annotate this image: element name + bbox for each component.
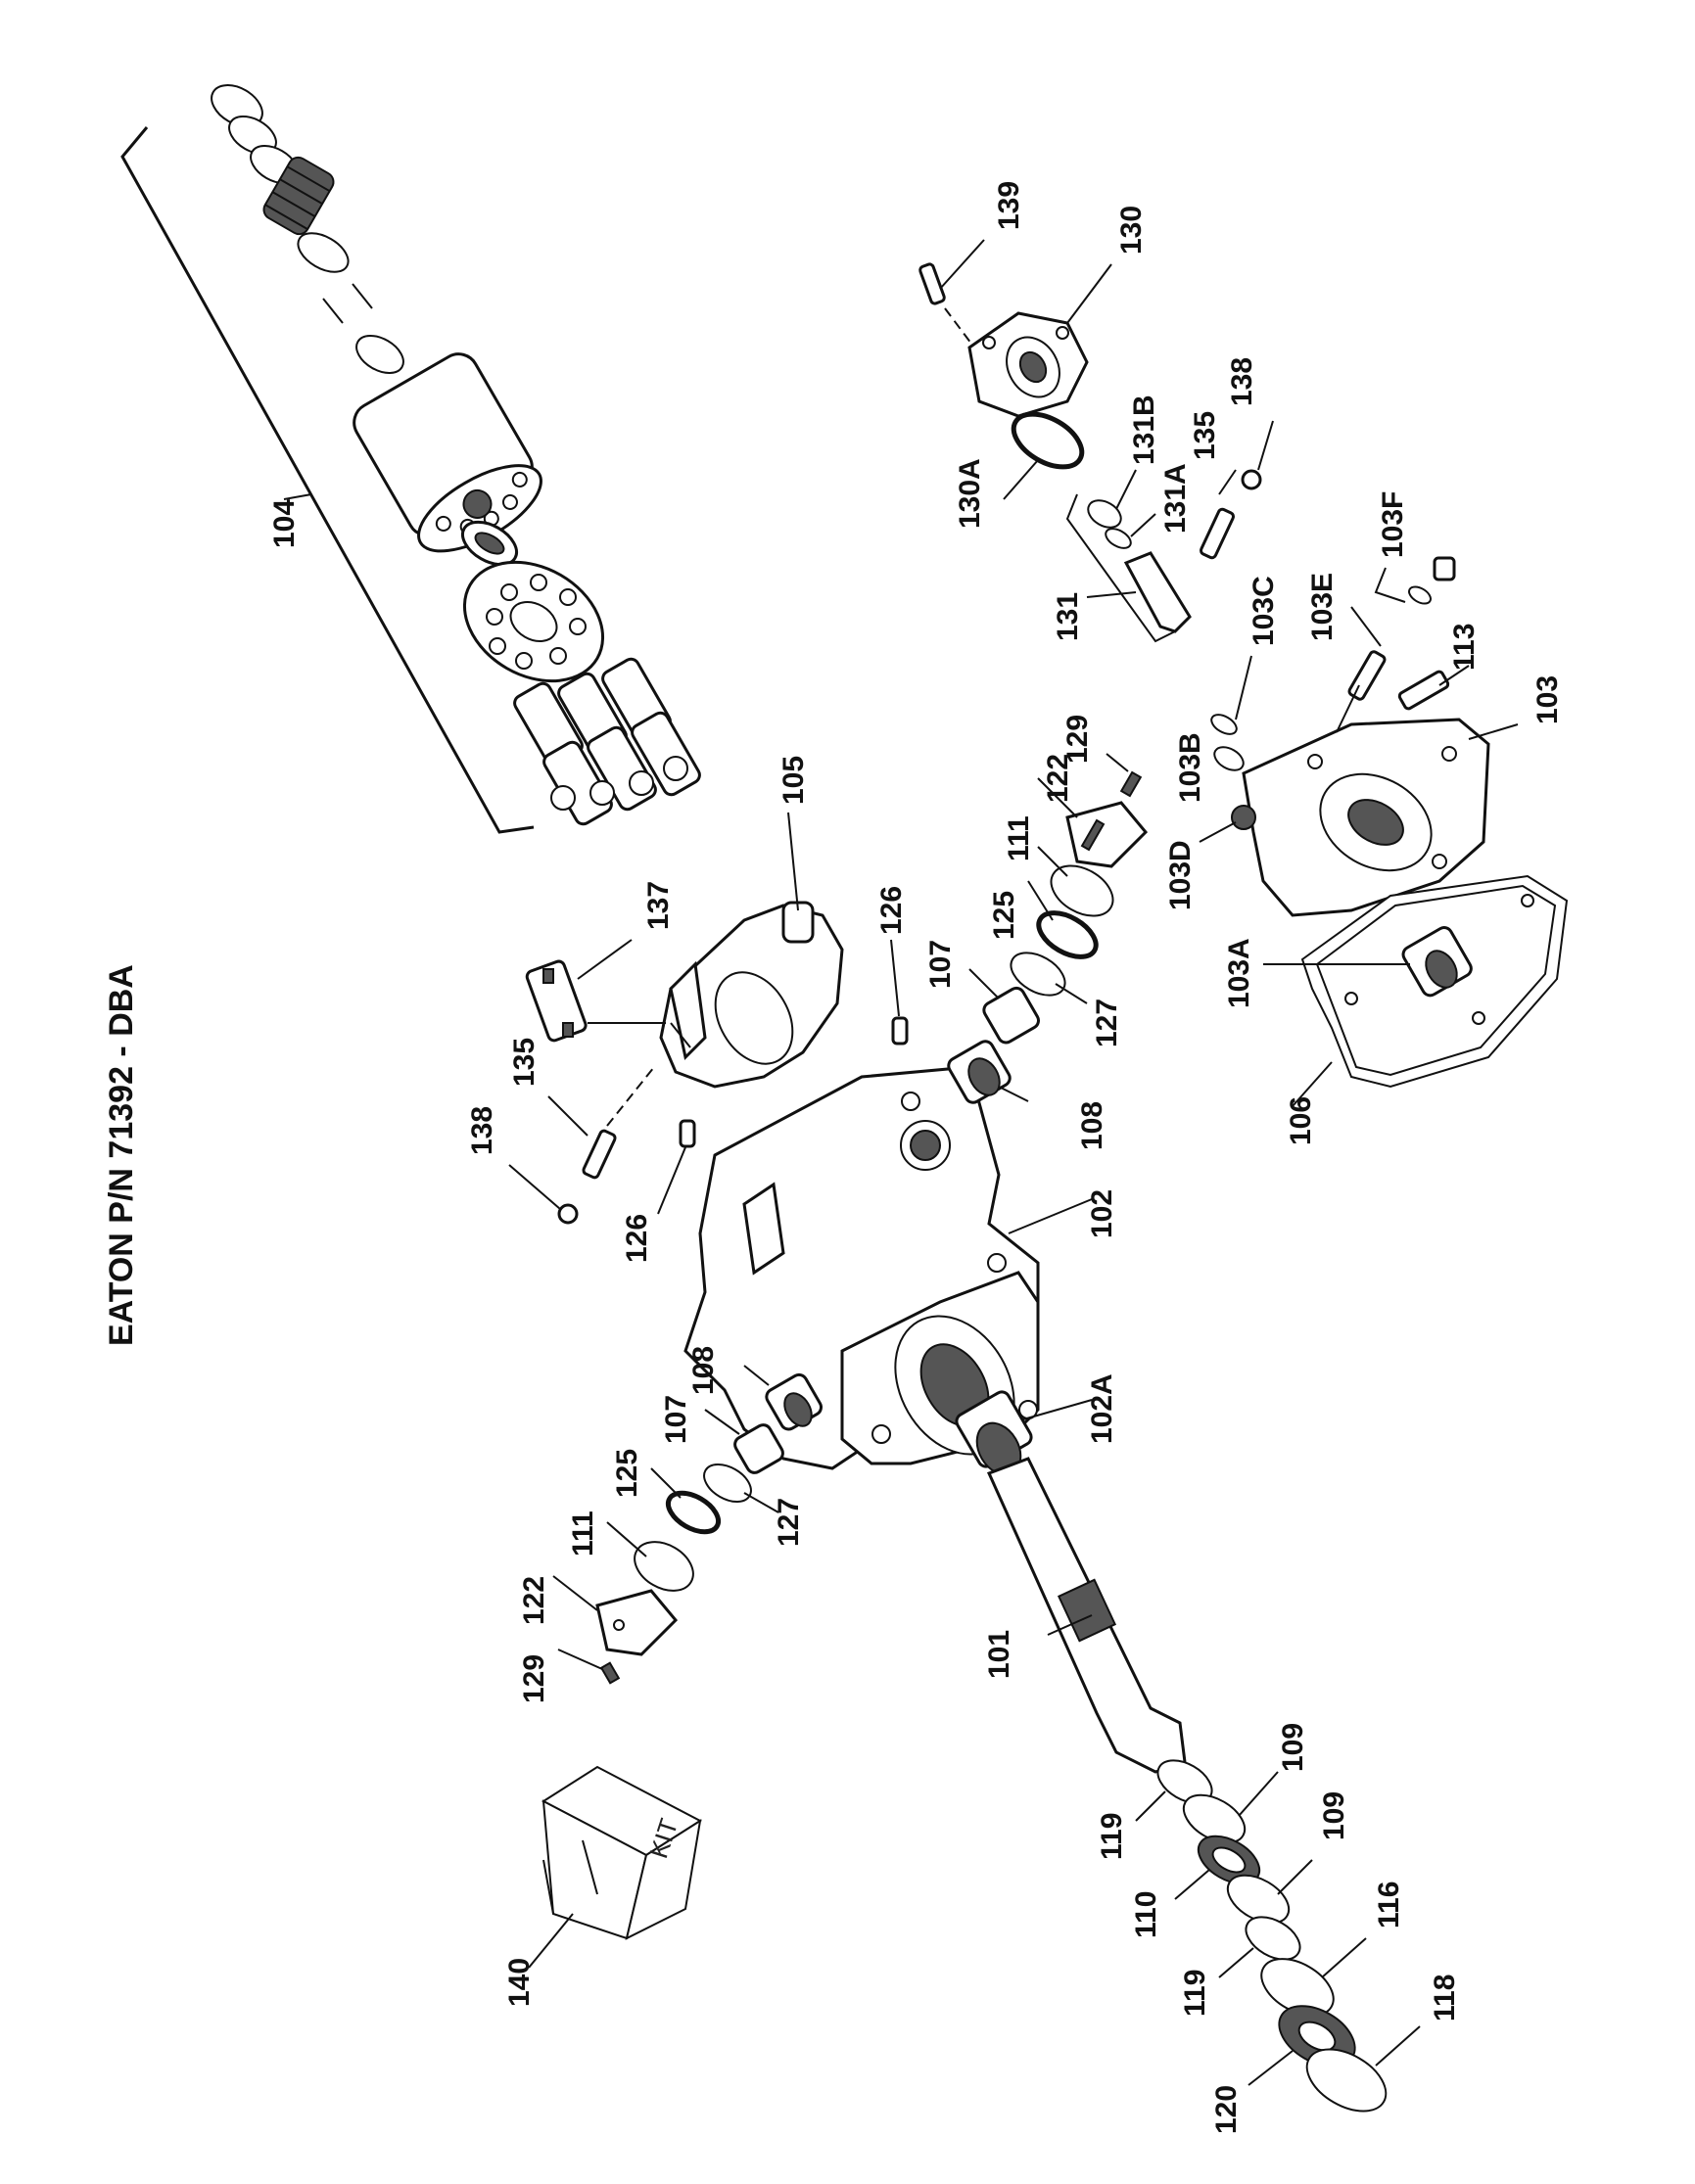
label-103: 103	[1531, 675, 1564, 724]
label-131A: 131A	[1159, 463, 1192, 534]
label-139: 139	[993, 181, 1025, 230]
ring-127-left: 127	[703, 1464, 805, 1547]
cover-122-right: 122	[1037, 754, 1149, 868]
label-126-left: 126	[621, 1214, 653, 1263]
oring-125-right: 125	[988, 880, 1099, 959]
shaft-131: 131 131B 131A	[1052, 395, 1192, 643]
washer-109-upper: 109	[1182, 1723, 1309, 1844]
label-106: 106	[1285, 1096, 1317, 1145]
label-107-right: 107	[924, 940, 957, 989]
label-138-left: 138	[466, 1106, 498, 1155]
screw-129-right: 129	[1061, 715, 1143, 798]
label-140: 140	[503, 1958, 536, 2007]
label-126-right: 126	[875, 886, 908, 935]
pin-135-left: 135	[508, 1038, 655, 1180]
label-101: 101	[983, 1630, 1015, 1679]
label-108-right: 108	[1076, 1101, 1108, 1150]
label-116: 116	[1373, 1882, 1405, 1928]
label-113: 113	[1448, 624, 1481, 671]
snapring-119-upper: 119	[1096, 1759, 1213, 1860]
bushing-107-left: 107	[660, 1395, 784, 1474]
label-109-lower: 109	[1318, 1791, 1350, 1840]
label-118: 118	[1429, 1975, 1461, 2021]
label-105: 105	[777, 756, 810, 805]
label-127-right: 127	[1091, 999, 1123, 1047]
label-122-left: 122	[518, 1576, 550, 1625]
label-103A: 103A	[1223, 938, 1255, 1008]
washer-109-lower: 109	[1226, 1791, 1350, 1925]
oring-103C: 103C	[1210, 576, 1280, 735]
bearing-103A: 103A	[1223, 926, 1473, 1008]
label-119-upper: 119	[1096, 1813, 1128, 1860]
label-135-left: 135	[508, 1038, 541, 1087]
bushing-107-right: 107	[924, 940, 1040, 1045]
screw-129-left: 129	[518, 1649, 621, 1703]
cover-122-left: 122	[518, 1575, 679, 1656]
label-125-left: 125	[611, 1449, 643, 1498]
label-111-left: 111	[567, 1510, 599, 1557]
nut-138-left: 138	[466, 1106, 579, 1225]
label-138-right: 138	[1226, 357, 1258, 406]
housing-102: 102	[683, 1065, 1118, 1470]
oring-130A: 130A	[954, 411, 1085, 529]
label-111-right: 111	[1003, 815, 1035, 861]
shaft-101: 101	[983, 1457, 1187, 1774]
label-103C: 103C	[1248, 576, 1280, 646]
snapring-119-lower: 119	[1179, 1916, 1301, 2017]
label-103E: 103E	[1306, 573, 1339, 641]
label-122-right: 122	[1042, 754, 1074, 803]
bolt-113: 113	[1397, 624, 1481, 711]
pin-135-right: 135	[1189, 411, 1237, 560]
bearing-108-left: 108	[687, 1346, 823, 1431]
label-130: 130	[1115, 206, 1148, 255]
label-131B: 131B	[1128, 395, 1160, 465]
label-129-left: 129	[518, 1654, 550, 1703]
label-125-right: 125	[988, 891, 1020, 940]
label-110: 110	[1130, 1891, 1162, 1938]
washer-103B: 103B	[1174, 732, 1245, 803]
label-102: 102	[1086, 1189, 1118, 1238]
label-104: 104	[268, 499, 301, 548]
piston-set	[513, 657, 701, 826]
oring-125-left: 125	[611, 1449, 722, 1535]
label-108-left: 108	[687, 1346, 720, 1395]
control-137: 137	[525, 881, 691, 1048]
label-102A: 102A	[1086, 1373, 1118, 1444]
label-131: 131	[1052, 592, 1084, 641]
dowel-126-left: 126	[621, 1119, 696, 1263]
plug-111-left: 111	[567, 1510, 694, 1592]
label-103D: 103D	[1164, 840, 1197, 910]
label-137: 137	[642, 881, 675, 930]
ring-127-right: 127	[1010, 952, 1123, 1047]
label-103B: 103B	[1174, 732, 1206, 803]
label-107-left: 107	[660, 1395, 692, 1444]
dowel-126-right: 126	[875, 886, 909, 1046]
plug-103F: 103F	[1374, 491, 1456, 605]
label-127-left: 127	[773, 1498, 805, 1547]
fitting-103E: 103E	[1306, 573, 1387, 733]
label-129-right: 129	[1061, 715, 1094, 764]
nut-138-right: 138	[1226, 357, 1274, 490]
swashplate-105: 105	[659, 756, 844, 1089]
seal-116: 116	[1260, 1882, 1405, 2017]
label-120: 120	[1210, 2085, 1243, 2134]
cover-130: 130	[967, 206, 1148, 418]
bearing-102A: 102A	[955, 1373, 1118, 1476]
gasket-106: 106	[1285, 874, 1569, 1145]
snapring-118: 118	[1305, 1975, 1461, 2113]
bearing-108-right: 108	[947, 1040, 1108, 1150]
rotating-group-104: 104	[120, 84, 701, 834]
plug-103D: 103D	[1164, 821, 1237, 910]
diagram-title: EATON P/N 71392 - DBA	[103, 964, 140, 1346]
plug-111-right: 111	[1003, 815, 1114, 917]
label-103F: 103F	[1377, 491, 1409, 558]
label-119-lower: 119	[1179, 1970, 1211, 2017]
label-135-right: 135	[1189, 411, 1221, 460]
label-130A: 130A	[954, 458, 986, 529]
kit-box-140: KIT 140	[503, 1765, 702, 2007]
label-109-upper: 109	[1277, 1723, 1309, 1772]
cover-103: 103	[1231, 675, 1564, 917]
screw-139: 139	[918, 181, 1025, 368]
